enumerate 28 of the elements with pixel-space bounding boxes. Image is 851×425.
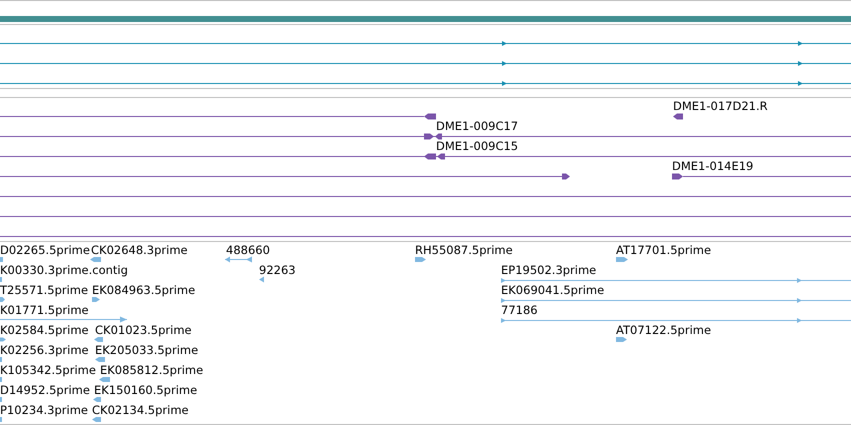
feature-label: EK069041.5prime [501, 284, 604, 296]
feature-label: AT17701.5prime [616, 244, 712, 256]
feature-label: 488660 [226, 244, 270, 256]
feature-label: RH55087.5prime [415, 244, 513, 256]
feature-label: CK02134.5prime [92, 404, 189, 416]
feature-label: T25571.5prime [0, 284, 88, 296]
feature-label: CK01023.5prime [95, 324, 192, 336]
feature-label: P10234.3prime [0, 404, 88, 416]
feature-label: DME1-009C15 [436, 140, 518, 152]
feature-label: DME1-014E19 [672, 160, 754, 172]
feature-label: DME1-009C17 [436, 120, 518, 132]
feature-label: EK085812.5prime [100, 364, 204, 376]
feature-label: K01771.5prime [0, 304, 89, 316]
feature-label: DME1-017D21.R [673, 100, 768, 112]
feature-label: D02265.5prime [0, 244, 90, 256]
feature-label: CK02648.3prime [91, 244, 188, 256]
feature-label: K02256.3prime [0, 344, 89, 356]
feature-label: AT07122.5prime [616, 324, 712, 336]
feature-label: EK150160.5prime [94, 384, 198, 396]
feature-label: K00330.3prime.contig [0, 264, 128, 276]
feature-label: 77186 [501, 304, 538, 316]
feature-label: K02584.5prime [0, 324, 89, 336]
feature-label: D14952.5prime [0, 384, 90, 396]
feature-label: EK084963.5prime [92, 284, 196, 296]
feature-label: EK205033.5prime [95, 344, 198, 356]
feature-label: K105342.5prime [0, 364, 96, 376]
feature-label: 92263 [259, 264, 296, 276]
feature-label: EP19502.3prime [501, 264, 596, 276]
